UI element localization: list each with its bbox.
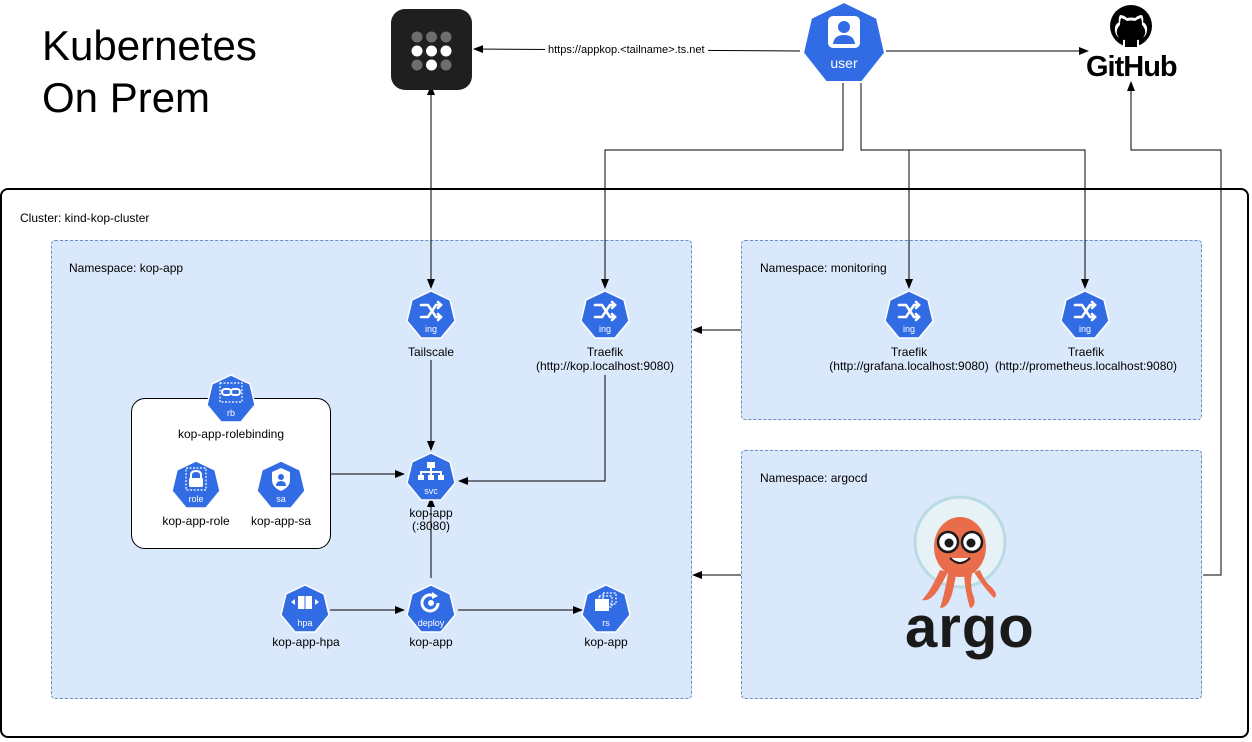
ingress-grafana-badge: ing xyxy=(902,324,916,334)
ingress-prometheus-badge: ing xyxy=(1078,324,1092,334)
deploy-node: deploy xyxy=(406,584,456,634)
deploy-badge: deploy xyxy=(417,618,445,628)
edge-user-prometheus xyxy=(909,149,1089,289)
edge-traefik-svc xyxy=(458,375,606,485)
service-port: (:8080) xyxy=(411,519,451,533)
role-label: kop-app-role xyxy=(162,514,230,528)
ingress-prometheus-node: ing xyxy=(1060,290,1110,340)
tailscale-logo-icon xyxy=(391,9,472,90)
service-tree-icon xyxy=(418,462,444,480)
ingress-tailscale-badge: ing xyxy=(424,324,438,334)
user-label: user xyxy=(830,55,858,71)
deploy-label: kop-app xyxy=(409,635,453,649)
ingress-grafana-label: Traefik xyxy=(890,345,928,359)
ingress-tailscale-label: Tailscale xyxy=(407,345,455,359)
rolebinding-badge: rb xyxy=(226,408,236,418)
argo-logo-text: argo xyxy=(905,595,1035,660)
serviceaccount-node: sa xyxy=(256,460,306,510)
stacked-boxes-icon xyxy=(595,592,617,611)
github-label: GitHub xyxy=(1086,51,1178,83)
namespace-monitoring-label: Namespace: monitoring xyxy=(760,261,887,275)
link-icon xyxy=(221,388,241,396)
github-octocat-icon xyxy=(1110,5,1152,47)
role-node: role xyxy=(171,460,221,510)
ingress-shuffle-icon xyxy=(897,300,921,322)
tailscale-url-label: https://appkop.<tailname>.ts.net xyxy=(545,44,708,57)
replicaset-badge: rs xyxy=(602,618,610,628)
edge-user-grafana xyxy=(860,82,913,289)
diagram-title: Kubernetes On Prem xyxy=(42,22,257,121)
service-label: kop-app xyxy=(409,506,453,520)
ingress-prometheus-url: (http://prometheus.localhost:9080) xyxy=(994,359,1178,373)
lock-icon xyxy=(189,469,203,487)
ingress-traefik-badge: ing xyxy=(598,324,612,334)
serviceaccount-badge: sa xyxy=(276,494,286,504)
role-badge: role xyxy=(188,494,204,504)
namespace-monitoring xyxy=(741,240,1202,420)
ingress-shuffle-icon xyxy=(1073,300,1097,322)
rolebinding-node: rb xyxy=(206,374,256,424)
hpa-node: hpa xyxy=(280,584,330,634)
edge-user-traefik xyxy=(601,82,844,289)
ingress-prometheus-label: Traefik xyxy=(1067,345,1105,359)
hpa-badge: hpa xyxy=(297,618,313,628)
ingress-grafana-url: (http://grafana.localhost:9080) xyxy=(829,359,989,373)
ingress-tailscale-node: ing xyxy=(406,290,456,340)
serviceaccount-label: kop-app-sa xyxy=(250,514,312,528)
service-node: svc xyxy=(406,452,456,502)
namespace-argocd-label: Namespace: argocd xyxy=(760,471,868,485)
service-badge: svc xyxy=(424,486,438,496)
ingress-traefik-node: ing xyxy=(580,290,630,340)
ingress-grafana-node: ing xyxy=(884,290,934,340)
ingress-traefik-url: (http://kop.localhost:9080) xyxy=(535,359,675,373)
argo-octopus-icon xyxy=(900,492,1020,622)
shield-user-icon xyxy=(272,468,290,491)
hpa-label: kop-app-hpa xyxy=(272,635,340,649)
user-icon xyxy=(828,16,860,48)
replicaset-node: rs xyxy=(581,584,631,634)
ingress-traefik-label: Traefik xyxy=(586,345,624,359)
cluster-label: Cluster: kind-kop-cluster xyxy=(20,211,150,225)
ingress-shuffle-icon xyxy=(593,300,617,322)
replicaset-label: kop-app xyxy=(584,635,628,649)
github-node: GitHub xyxy=(1086,3,1178,83)
ingress-shuffle-icon xyxy=(419,300,443,322)
rolebinding-label: kop-app-rolebinding xyxy=(177,427,285,441)
refresh-icon xyxy=(420,592,440,613)
namespace-kop-app-label: Namespace: kop-app xyxy=(69,261,184,275)
cube-arrows-icon xyxy=(291,596,319,609)
edge-argo-github xyxy=(1127,81,1222,576)
user-node: user xyxy=(801,0,887,86)
